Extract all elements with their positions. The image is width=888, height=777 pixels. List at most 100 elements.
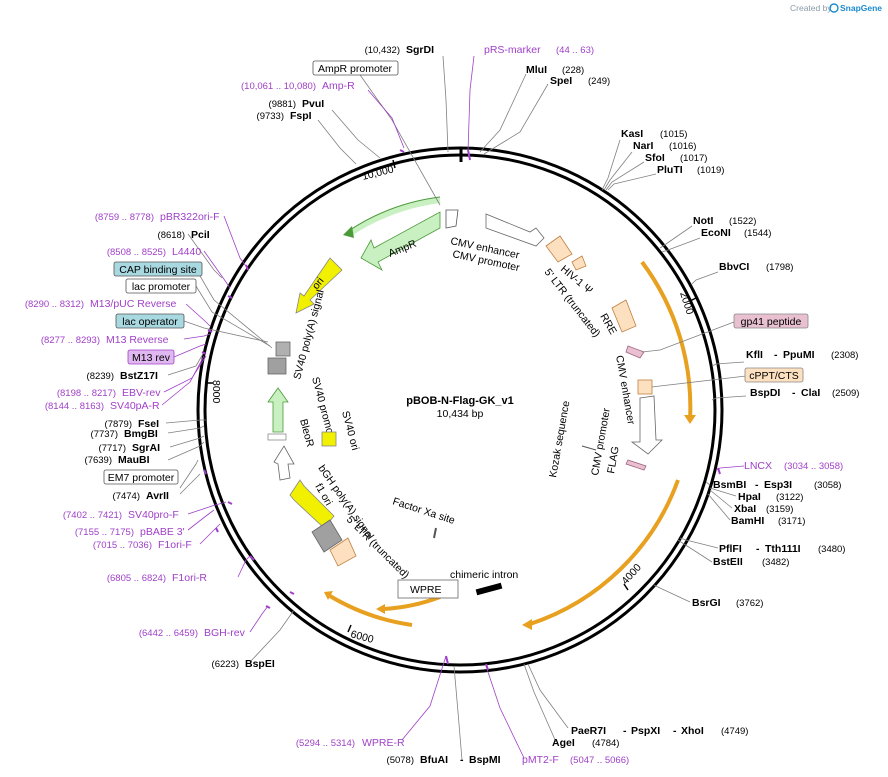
ampr-promoter-box [312,60,399,76]
bstz17i-pos: (8239) [87,371,114,382]
xbai-name: XbaI [734,503,756,515]
bfuai-name: BfuAI [420,754,448,766]
pbabe-range: (7155 .. 7175) [75,527,134,538]
bsmbi-sep: - [755,479,759,491]
maubi-name: MauBI [118,454,150,466]
primer-marks [201,149,721,671]
mlui-name: MluI [526,64,547,76]
plasmid-name: pBOB-N-Flag-GK_v1 [406,395,514,407]
tick-10000 [392,159,396,169]
flag-block [625,459,647,471]
fsei-name: FseI [138,418,159,430]
ltr5-bottom-block [329,537,357,567]
bfuai-pos: (5078) [387,755,414,766]
sgrai-name: SgrAI [132,442,160,454]
cmv-right-arrow [630,395,663,455]
sv40-promoter-arrow [273,445,295,481]
m13-rev-box [127,349,175,365]
esp3i-name: Esp3I [764,479,792,491]
bsteii-pos: (3482) [762,557,789,568]
prs-range: (44 .. 63) [556,45,594,56]
wpre-rev-range: (5294 .. 5314) [296,738,355,749]
lac-promoter-label: lac promoter [132,281,191,293]
snapgene-logo-icon [829,3,839,13]
pluti-name: PluTI [657,164,683,176]
f1ori-r-range: (6805 .. 6824) [107,573,166,584]
nari-name: NarI [633,140,654,152]
ebv-rev-range: (8198 .. 8217) [57,388,116,399]
m13-puc-name: M13/pUC Reverse [90,298,177,310]
lncx-name: LNCX [744,460,772,472]
gp41-box [733,313,809,329]
ampr-promoter-label: AmpR promoter [318,63,393,75]
kfli-sep: - [774,349,778,361]
bgh-block [311,519,343,553]
pluti-pos: (1019) [697,165,724,176]
noti-pos: (1522) [729,216,756,227]
bgh-rev-name: BGH-rev [204,627,246,639]
factor-xa-mark [433,527,437,539]
pcii-name: PciI [191,229,210,241]
bmgbi-pos: (7737) [91,429,118,440]
green-arc-top-outline [349,196,441,231]
hpai-name: HpaI [738,491,761,503]
bsmbi-pos: (3058) [814,480,841,491]
tick-label-8000: 8000 [210,380,222,404]
bamhi-pos: (3171) [778,516,805,527]
sv40pro-f-name: SV40pro-F [128,509,179,521]
bleor-label: BleoR [297,418,316,449]
m13-puc-range: (8290 .. 8312) [25,299,84,310]
bspdi-pos: (2509) [832,388,859,399]
l4440-range: (8508 .. 8525) [107,247,166,258]
sv40-ori-block [321,431,337,447]
wpre-rev-name: WPRE-R [362,737,405,749]
bmgbi-name: BmgBI [124,428,158,440]
orange-arc-1 [640,260,693,421]
ltr5-bottom-label: 5' LTR (truncated) [344,514,412,582]
lac-promoter-box [125,278,197,294]
pbabe-name: pBABE 3' [140,526,185,538]
pbr322-range: (8759 .. 8778) [95,212,154,223]
sv40pa-r-name: SV40pA-R [110,400,160,412]
lac-operator-label: lac operator [122,316,178,328]
credit-brand: SnapGene [840,3,882,13]
pmt2f-name: pMT2-F [522,754,559,766]
l4440-name: L4440 [172,246,201,258]
green-arc-top-head [343,226,354,238]
rre-block [611,299,637,333]
wpre-block [397,579,459,599]
gp41-block [625,345,645,359]
pmt2f-range: (5047 .. 5066) [570,755,629,766]
kozak-mark [581,445,597,451]
clai-name: ClaI [801,387,820,399]
tick-4000 [623,583,629,591]
tick-6000 [347,624,352,633]
sv40-ori-label: SV40 ori [339,410,361,452]
sv40-polya-block [275,341,291,357]
spei-name: SpeI [550,75,572,87]
gp41-label: gp41 peptide [741,316,802,328]
kasi-name: KasI [621,128,643,140]
bsmbi-name: BsmBI [713,479,746,491]
tth111i-name: Tth111I [765,543,801,555]
ebv-rev-name: EBV-rev [122,387,161,399]
pflfi-name: PflFI [719,543,742,555]
em7-label: EM7 promoter [108,472,175,484]
fspi-name: FspI [290,110,312,122]
m13-reverse-range: (8277 .. 8293) [41,335,100,346]
ltr5-top-block [545,235,573,263]
pcii-pos: (8618) [158,230,185,241]
cppt-label: cPPT/CTS [749,370,799,382]
hpai-pos: (3122) [776,492,803,503]
ori-label: ori [310,275,327,292]
maubi-pos: (7639) [85,455,112,466]
ampr-primer-name: Amp-R [322,80,355,92]
fsei-pos: (7879) [105,419,132,430]
xbai-pos: (3159) [766,504,793,515]
cppt-block [637,379,653,395]
cap-binding-box [113,261,203,277]
ampr-arrow [360,211,441,272]
agei-pos: (4784) [592,738,619,749]
f1ori-f-range: (7015 .. 7036) [93,540,152,551]
pbr322-name: pBR322ori-F [160,211,220,223]
